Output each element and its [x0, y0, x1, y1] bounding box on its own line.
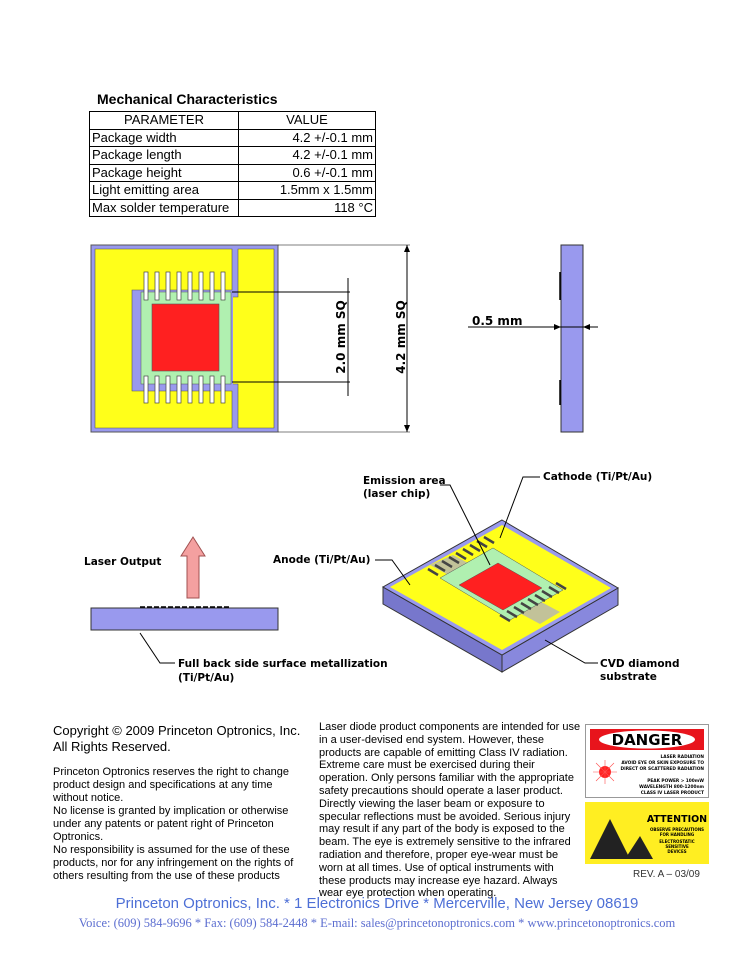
bond-wire: [499, 613, 511, 623]
bond-wire: [534, 593, 546, 603]
dim-thickness: 0.5 mm: [472, 314, 522, 328]
bond-wire: [209, 375, 215, 404]
label-cvd-diamond: CVD diamond: [600, 658, 680, 670]
label-substrate: substrate: [600, 671, 657, 683]
dim-inner: 2.0 mm SQ: [334, 300, 348, 373]
danger-line: AVOID EYE OR SKIN EXPOSURE TO: [621, 760, 704, 766]
revision: REV. A – 03/09: [633, 869, 700, 880]
bond-wire: [506, 609, 518, 619]
bond-wire: [154, 375, 160, 404]
header-value: VALUE: [238, 111, 376, 130]
danger-line: CLASS IV LASER PRODUCT: [641, 790, 704, 796]
attention-line: DEVICES: [667, 849, 686, 854]
danger-label: DANGER LASER RADIATION AVOID EYE OR SKIN…: [585, 724, 709, 798]
bond-wire: [143, 271, 149, 301]
top-view: 2.0 mm SQ 4.2 mm SQ: [90, 244, 410, 433]
bond-wire: [165, 375, 171, 404]
label-cathode: Cathode (Ti/Pt/Au): [543, 471, 652, 483]
danger-line: WAVELENGTH 800-1200nm: [639, 784, 704, 790]
attention-label: ATTENTION OBSERVE PRECAUTIONS FOR HANDLI…: [585, 802, 709, 864]
bond-wire: [154, 271, 160, 301]
danger-line: DIRECT OR SCATTERED RADIATION: [621, 766, 705, 772]
dim-outer: 4.2 mm SQ: [394, 300, 408, 373]
bond-wire: [548, 585, 560, 595]
param: Package width: [89, 128, 239, 147]
bond-wire: [541, 589, 553, 599]
bond-wire: [455, 551, 467, 561]
laser-side-view: Laser Output Full back side surface meta…: [84, 536, 388, 684]
value: 0.6 +/-0.1 mm: [238, 163, 376, 182]
bond-wire: [198, 375, 204, 404]
label-metallization-material: (Ti/Pt/Au): [178, 672, 234, 684]
bond-wire: [448, 555, 460, 565]
bond-wire: [198, 271, 204, 301]
bond-wire: [441, 559, 453, 569]
bond-wire: [462, 547, 474, 557]
param: Max solder temperature: [89, 198, 239, 217]
disclaimer-responsibility: No responsibility is assumed for the use…: [53, 844, 294, 882]
label-emission-area: Emission area: [363, 475, 446, 487]
bond-wire: [165, 271, 171, 301]
attention-title: ATTENTION: [647, 814, 707, 825]
attention-line: ELECTROSTATIC: [659, 839, 694, 844]
danger-line: PEAK POWER > 100mW: [647, 778, 704, 784]
rights-line: All Rights Reserved.: [53, 739, 171, 754]
bond-wire: [187, 271, 193, 301]
value: 1.5mm x 1.5mm: [238, 181, 376, 200]
bond-wire: [220, 375, 226, 404]
disclaimer-specs: Princeton Optronics reserves the right t…: [53, 766, 290, 804]
footer-company: Princeton Optronics, Inc. * 1 Electronic…: [115, 895, 639, 912]
bond-wire: [220, 271, 226, 301]
bond-wire: [176, 375, 182, 404]
bond-wire: [187, 375, 193, 404]
label-metallization: Full back side surface metallization: [178, 658, 388, 670]
laser-output-arrow: [180, 536, 206, 599]
isometric-view: Emission area (laser chip) Cathode (Ti/P…: [139, 471, 680, 683]
value: 118 °C: [238, 198, 376, 217]
attention-line: OBSERVE PRECAUTIONS: [650, 827, 704, 832]
bond-wires: [143, 271, 226, 404]
param: Light emitting area: [89, 181, 239, 200]
warning-labels: DANGER LASER RADIATION AVOID EYE OR SKIN…: [585, 724, 709, 864]
bond-wire: [555, 581, 567, 591]
copyright-line: Copyright © 2009 Princeton Optronics, In…: [53, 723, 301, 738]
footer-contact[interactable]: Voice: (609) 584-9696 * Fax: (609) 584-2…: [78, 916, 676, 930]
bond-wire: [527, 597, 539, 607]
bond-wire: [427, 567, 439, 577]
disclaimer-license: No license is granted by implication or …: [53, 805, 289, 843]
label-laser-output: Laser Output: [84, 556, 161, 568]
bond-wire: [520, 601, 532, 611]
attention-line: SENSITIVE: [665, 844, 689, 849]
bond-wire: [434, 563, 446, 573]
bond-wire: [469, 543, 481, 553]
bond-wire: [176, 271, 182, 301]
side-view: 0.5 mm: [468, 244, 598, 433]
label-anode: Anode (Ti/Pt/Au): [273, 554, 370, 566]
bond-wire: [483, 535, 495, 545]
bond-wire: [209, 271, 215, 301]
label-laser-chip: (laser chip): [363, 488, 430, 500]
bond-wire: [513, 605, 525, 615]
bond-wire: [143, 375, 149, 404]
danger-line: LASER RADIATION: [661, 754, 705, 760]
copyright: Copyright © 2009 Princeton Optronics, In…: [53, 723, 300, 755]
laser-warning: Laser diode product components are inten…: [319, 721, 581, 900]
iso-bond-wires: [427, 535, 567, 623]
section-title: Mechanical Characteristics: [97, 91, 278, 107]
attention-line: FOR HANDLING: [660, 832, 694, 837]
disclaimer: Princeton Optronics reserves the right t…: [53, 766, 305, 883]
value: 4.2 +/-0.1 mm: [238, 146, 376, 165]
danger-title: DANGER: [612, 731, 683, 749]
